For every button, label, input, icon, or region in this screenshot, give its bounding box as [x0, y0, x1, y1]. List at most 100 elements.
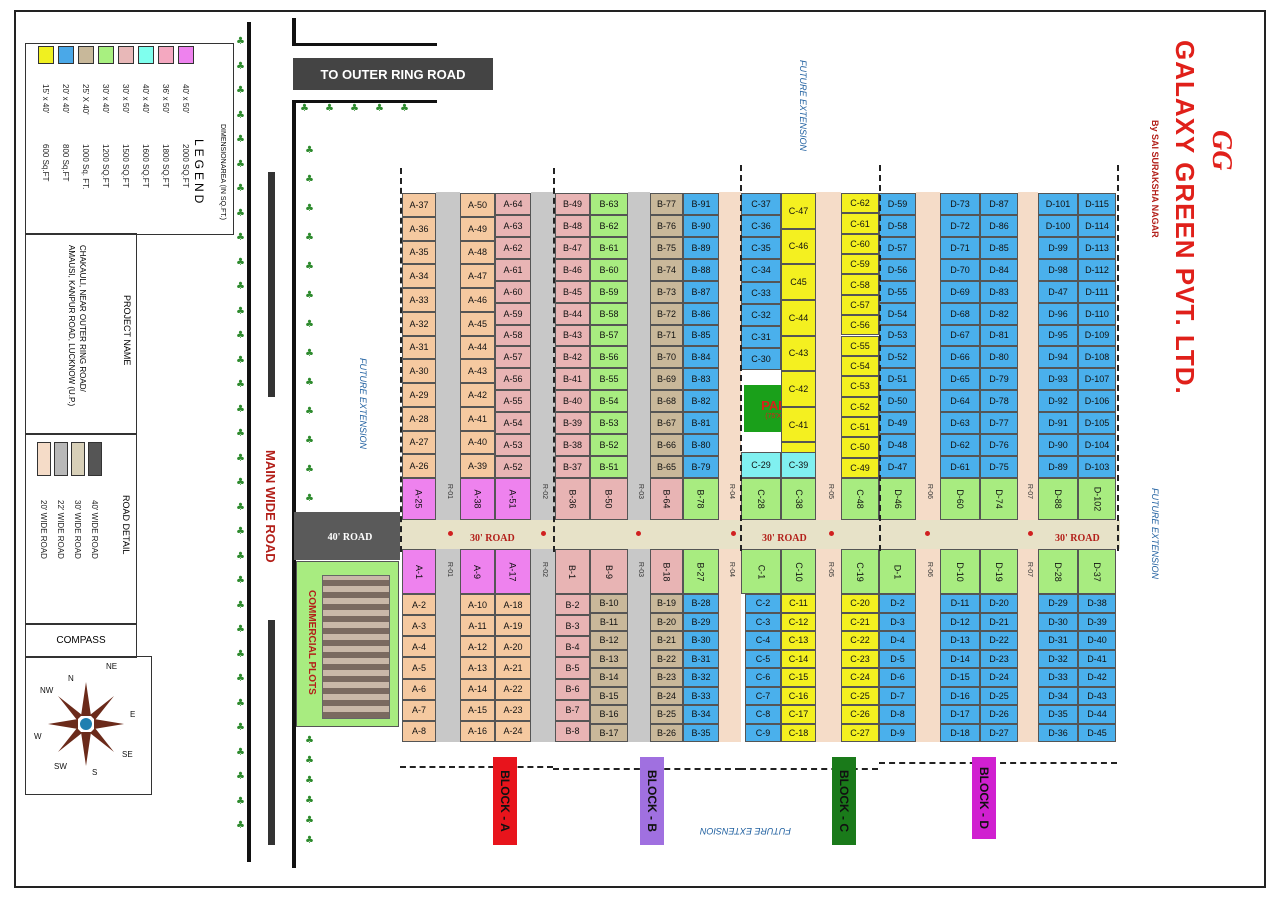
plot-d-98[interactable]: D-98: [1038, 258, 1078, 281]
plot-b-21[interactable]: B-21: [650, 631, 683, 650]
plot-a-37[interactable]: A-37: [402, 193, 436, 217]
plot-a-61[interactable]: A-61: [495, 258, 531, 281]
plot-d-39[interactable]: D-39: [1078, 612, 1116, 631]
plot-d-9[interactable]: D-9: [879, 723, 916, 742]
plot-d-44[interactable]: D-44: [1078, 705, 1116, 724]
plot-c-18[interactable]: C-18: [781, 723, 816, 742]
plot-b-41[interactable]: B-41: [555, 368, 590, 391]
plot-d-73[interactable]: D-73: [940, 193, 980, 215]
plot-b-22[interactable]: B-22: [650, 649, 683, 668]
plot-a-42[interactable]: A-42: [460, 383, 495, 407]
plot-b-14[interactable]: B-14: [590, 668, 628, 687]
plot-b-27[interactable]: B-27: [683, 549, 719, 594]
plot-a-5[interactable]: A-5: [402, 657, 436, 679]
plot-a-38[interactable]: A-38: [460, 478, 495, 520]
plot-d-70[interactable]: D-70: [940, 258, 980, 281]
plot-c-3[interactable]: C-3: [745, 612, 781, 631]
plot-c-54[interactable]: C-54: [841, 355, 879, 377]
plot-b-82[interactable]: B-82: [683, 390, 719, 413]
plot-b-60[interactable]: B-60: [590, 258, 628, 281]
plot-c-48[interactable]: C-48: [841, 478, 879, 520]
plot-b-16[interactable]: B-16: [590, 705, 628, 724]
plot-c-62[interactable]: C-62: [841, 193, 879, 214]
plot-b-25[interactable]: B-25: [650, 705, 683, 724]
plot-a-16[interactable]: A-16: [460, 720, 495, 742]
plot-d-12[interactable]: D-12: [940, 612, 980, 631]
plot-c-39[interactable]: C-39: [781, 452, 816, 478]
plot-d-17[interactable]: D-17: [940, 705, 980, 724]
plot-d-106[interactable]: D-106: [1078, 390, 1116, 413]
plot-d-24[interactable]: D-24: [980, 668, 1018, 687]
plot-b-90[interactable]: B-90: [683, 214, 719, 237]
plot-c-4[interactable]: C-4: [745, 631, 781, 650]
plot-d-38[interactable]: D-38: [1078, 594, 1116, 613]
plot-a-26[interactable]: A-26: [402, 454, 436, 478]
plot-d-3[interactable]: D-3: [879, 612, 916, 631]
plot-b-63[interactable]: B-63: [590, 193, 628, 215]
plot-b-85[interactable]: B-85: [683, 324, 719, 347]
plot-b-37[interactable]: B-37: [555, 456, 590, 478]
plot-a-31[interactable]: A-31: [402, 335, 436, 360]
plot-d-15[interactable]: D-15: [940, 668, 980, 687]
block-label-1[interactable]: BLOCK - A: [493, 757, 517, 845]
plot-b-46[interactable]: B-46: [555, 258, 590, 281]
plot-d-82[interactable]: D-82: [980, 302, 1018, 325]
plot-a-4[interactable]: A-4: [402, 636, 436, 658]
plot-a-45[interactable]: A-45: [460, 311, 495, 336]
plot-d-110[interactable]: D-110: [1078, 302, 1116, 325]
plot-a-20[interactable]: A-20: [495, 636, 531, 658]
plot-c-7[interactable]: C-7: [745, 686, 781, 705]
plot-c-10[interactable]: C-10: [781, 549, 816, 594]
plot-a-7[interactable]: A-7: [402, 699, 436, 721]
plot-b-91[interactable]: B-91: [683, 193, 719, 215]
plot-c-6[interactable]: C-6: [745, 668, 781, 687]
plot-d-43[interactable]: D-43: [1078, 686, 1116, 705]
plot-b-42[interactable]: B-42: [555, 346, 590, 369]
plot-b-11[interactable]: B-11: [590, 612, 628, 631]
plot-c-41[interactable]: C-41: [781, 406, 816, 443]
plot-b-1[interactable]: B-1: [555, 549, 590, 594]
plot-d-53[interactable]: D-53: [879, 324, 916, 347]
plot-d-1[interactable]: D-1: [879, 549, 916, 594]
plot-b-3[interactable]: B-3: [555, 615, 590, 637]
plot-c-22[interactable]: C-22: [841, 631, 879, 650]
plot-c-61[interactable]: C-61: [841, 213, 879, 234]
plot-c-55[interactable]: C-55: [841, 335, 879, 356]
plot-a-50[interactable]: A-50: [460, 193, 495, 217]
plot-c-21[interactable]: C-21: [841, 612, 879, 631]
plot-b-78[interactable]: B-78: [683, 478, 719, 520]
plot-a-22[interactable]: A-22: [495, 678, 531, 700]
plot-a-64[interactable]: A-64: [495, 193, 531, 215]
plot-d-34[interactable]: D-34: [1038, 686, 1078, 705]
plot-d-5[interactable]: D-5: [879, 649, 916, 668]
plot-d-107[interactable]: D-107: [1078, 368, 1116, 391]
plot-b-40[interactable]: B-40: [555, 390, 590, 413]
plot-d-25[interactable]: D-25: [980, 686, 1018, 705]
plot-d-30[interactable]: D-30: [1038, 612, 1078, 631]
plot-d-85[interactable]: D-85: [980, 236, 1018, 259]
plot-b-54[interactable]: B-54: [590, 390, 628, 413]
plot-d-89[interactable]: D-89: [1038, 456, 1078, 478]
plot-c-9[interactable]: C-9: [745, 723, 781, 742]
plot-d-13[interactable]: D-13: [940, 631, 980, 650]
plot-c-1[interactable]: C-1: [741, 549, 781, 594]
plot-b-10[interactable]: B-10: [590, 594, 628, 613]
plot-b-33[interactable]: B-33: [683, 686, 719, 705]
plot-a-12[interactable]: A-12: [460, 636, 495, 658]
plot-b-48[interactable]: B-48: [555, 214, 590, 237]
plot-c-33[interactable]: C-33: [741, 281, 781, 304]
plot-c-51[interactable]: C-51: [841, 416, 879, 438]
plot-b-69[interactable]: B-69: [650, 368, 683, 391]
plot-b-36[interactable]: B-36: [555, 478, 590, 520]
plot-a-25[interactable]: A-25: [402, 478, 436, 520]
plot-d-11[interactable]: D-11: [940, 594, 980, 613]
plot-d-62[interactable]: D-62: [940, 434, 980, 457]
plot-c-31[interactable]: C-31: [741, 325, 781, 348]
plot-d-56[interactable]: D-56: [879, 258, 916, 281]
plot-c-50[interactable]: C-50: [841, 437, 879, 458]
plot-b-7[interactable]: B-7: [555, 699, 590, 721]
plot-b-57[interactable]: B-57: [590, 324, 628, 347]
plot-b-8[interactable]: B-8: [555, 720, 590, 742]
plot-b-53[interactable]: B-53: [590, 412, 628, 435]
plot-b-44[interactable]: B-44: [555, 302, 590, 325]
